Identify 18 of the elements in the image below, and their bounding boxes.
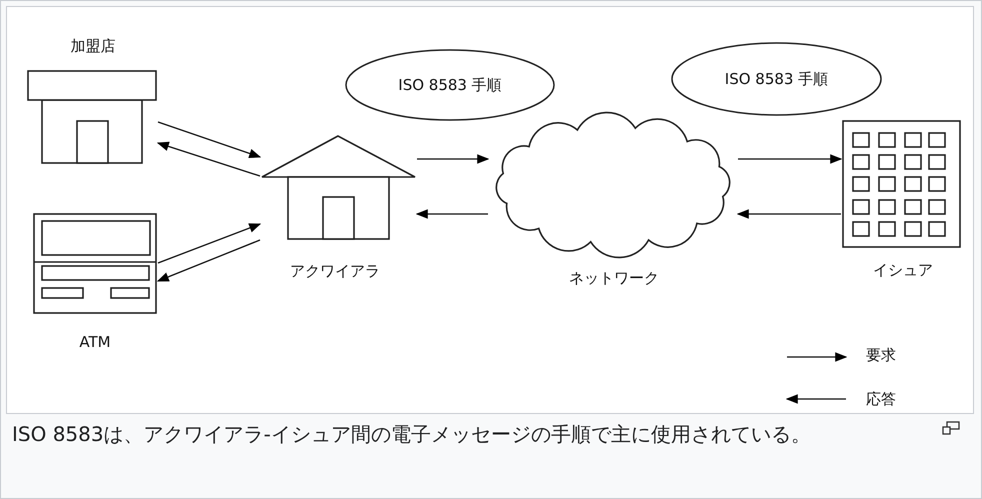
protocol-ellipse: ISO 8583 手順	[345, 49, 555, 121]
arrow	[156, 239, 260, 282]
arrow	[156, 142, 260, 177]
arrow	[417, 154, 490, 164]
legend-label: 要求	[866, 346, 896, 364]
node-label: アクワイアラ	[290, 262, 380, 280]
node-label: ネットワーク	[569, 269, 659, 287]
protocol-ellipse: ISO 8583 手順	[671, 42, 882, 116]
arrow	[736, 209, 841, 219]
legend-label: 応答	[866, 390, 896, 408]
arrow	[416, 209, 488, 219]
node-label: イシュア	[873, 261, 933, 279]
node-label: ATM	[79, 333, 111, 351]
arrow	[158, 121, 262, 158]
arrow	[738, 154, 842, 164]
arrow	[158, 223, 262, 264]
caption: ISO 8583は、アクワイアラ-イシュア間の電子メッセージの手順で主に使用されている。	[12, 421, 812, 448]
node-label: 加盟店	[70, 37, 116, 55]
